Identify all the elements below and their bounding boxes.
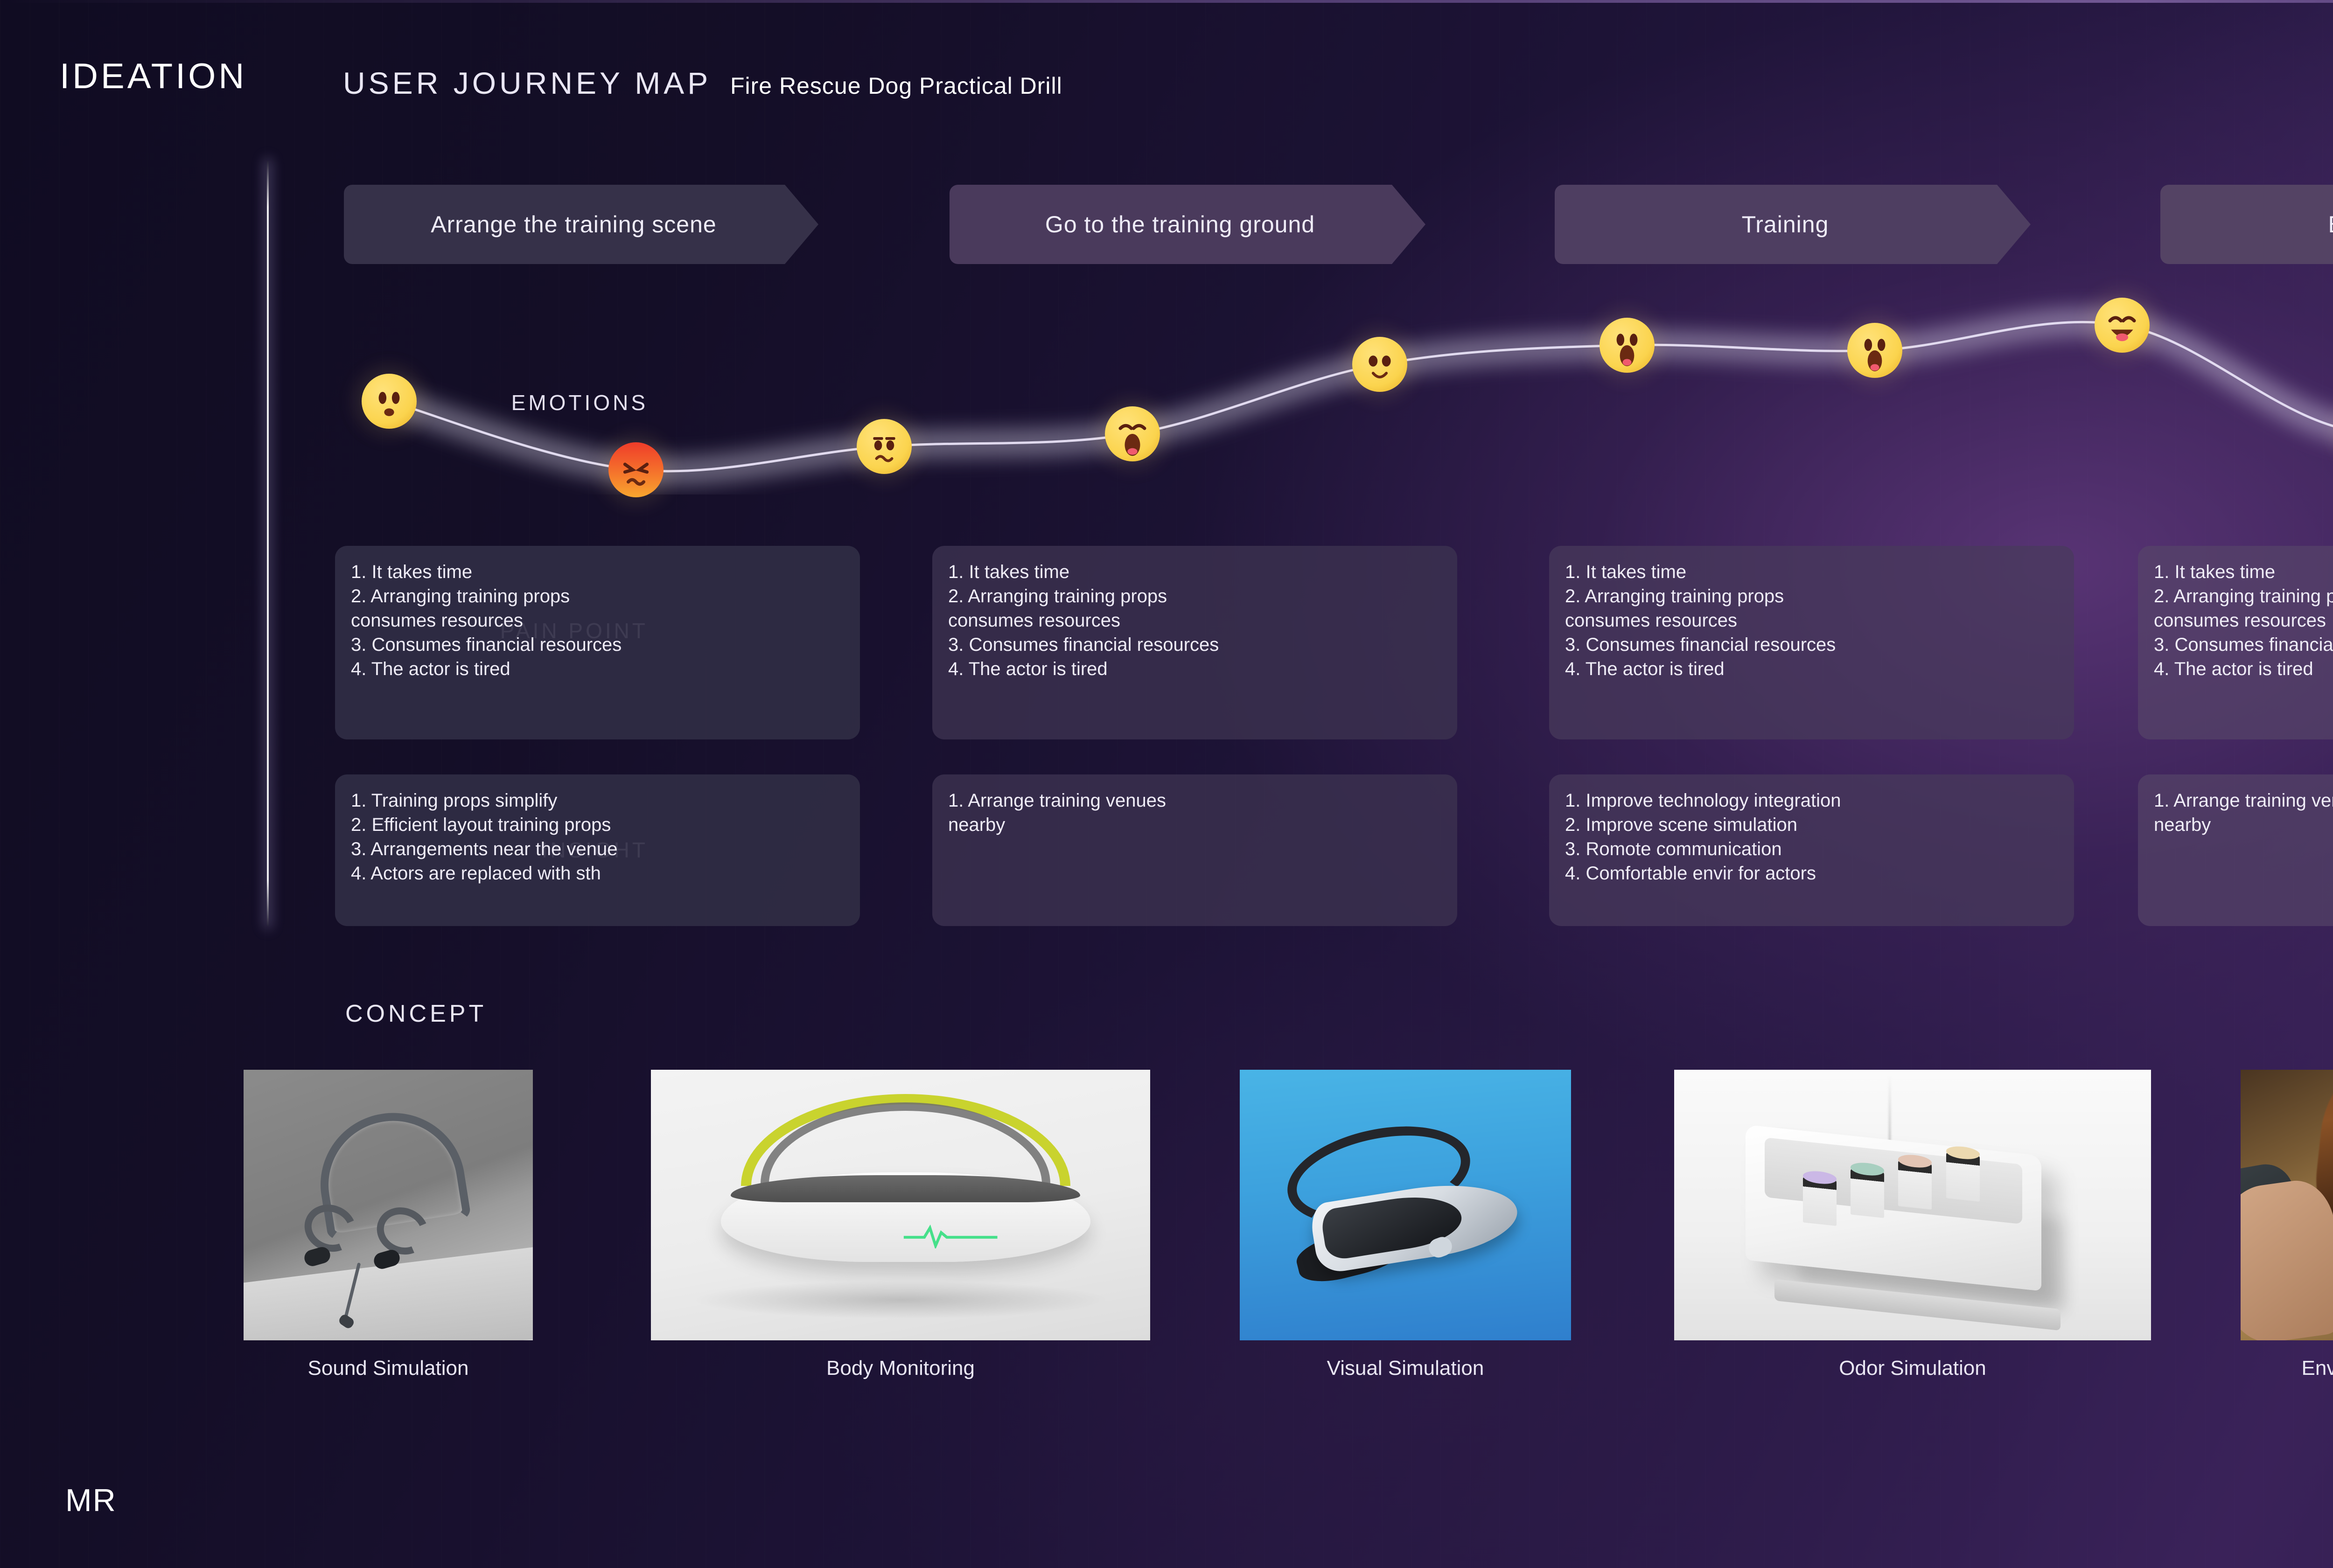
stage-banner-3[interactable]: Training bbox=[1555, 185, 2031, 264]
concept-item-4[interactable]: Odor Simulation bbox=[1674, 1070, 2151, 1380]
stage-banner-label: Go to the training ground bbox=[1045, 211, 1315, 237]
smiling-face-icon bbox=[1369, 355, 1391, 379]
odor-diffuser-device-image bbox=[1674, 1070, 2151, 1340]
emotion-curve bbox=[387, 315, 2333, 479]
insight-card-text: 1. Training props simplify 2. Efficient … bbox=[351, 790, 618, 884]
vr-headset-image bbox=[1240, 1070, 1571, 1340]
row-label-emotions: EMOTIONS bbox=[511, 390, 648, 415]
concept-caption: Environmental Monitoring bbox=[2301, 1357, 2333, 1380]
pain-point-card-3[interactable]: 1. It takes time 2. Arranging training p… bbox=[1549, 546, 2074, 739]
yawning-face-icon bbox=[1118, 424, 1146, 456]
concept-caption: Body Monitoring bbox=[826, 1357, 975, 1380]
pain-point-card-text: 1. It takes time 2. Arranging training p… bbox=[948, 562, 1219, 679]
emotion-emoji-5 bbox=[1352, 337, 1407, 392]
stage-banner-label: Training bbox=[1741, 211, 1829, 237]
emotion-emoji-4 bbox=[1105, 406, 1160, 461]
insight-card-text: 1. Arrange training venues nearby bbox=[948, 790, 1166, 835]
insight-card-2[interactable]: 1. Arrange training venues nearby bbox=[932, 774, 1457, 926]
emotion-curve-layer bbox=[0, 261, 2333, 497]
concept-item-3[interactable]: Visual Simulation bbox=[1240, 1070, 1571, 1380]
insight-card-3[interactable]: 1. Improve technology integration 2. Imp… bbox=[1549, 774, 2074, 926]
pain-point-card-text: 1. It takes time 2. Arranging training p… bbox=[351, 562, 622, 679]
pain-point-card-text: 1. It takes time 2. Arranging training p… bbox=[2154, 562, 2333, 679]
emotion-emoji-7 bbox=[1847, 323, 1902, 378]
surprised-face-icon bbox=[378, 391, 400, 416]
emotion-emoji-3 bbox=[857, 419, 912, 474]
stage-banner-label: Back to base bbox=[2328, 211, 2333, 238]
insight-card-text: 1. Improve technology integration 2. Imp… bbox=[1565, 790, 1841, 884]
emotion-emoji-1 bbox=[362, 374, 417, 429]
bone-conduction-headset-image bbox=[244, 1070, 533, 1340]
concept-gallery: Sound Simulation Body Monitoring Visual S… bbox=[0, 1070, 2333, 1471]
row-label-concept: CONCEPT bbox=[345, 1000, 487, 1027]
page-section-label: IDEATION bbox=[60, 56, 247, 96]
concept-item-5[interactable]: K9Environmental Monitoring bbox=[2241, 1070, 2333, 1380]
grinning-happy-face-icon bbox=[2108, 316, 2136, 341]
pain-point-card-4[interactable]: 1. It takes time 2. Arranging training p… bbox=[2138, 546, 2333, 739]
wearable-head-band-image bbox=[651, 1070, 1150, 1340]
concept-caption: Sound Simulation bbox=[307, 1357, 469, 1380]
concept-caption: Odor Simulation bbox=[1839, 1357, 1986, 1380]
concept-item-2[interactable]: Body Monitoring bbox=[651, 1070, 1150, 1380]
stage-banner-2[interactable]: Go to the training ground bbox=[950, 185, 1425, 264]
pain-point-card-1[interactable]: 1. It takes time 2. Arranging training p… bbox=[335, 546, 860, 739]
insight-card-1[interactable]: 1. Training props simplify 2. Efficient … bbox=[335, 774, 860, 926]
stage-banner-label: Arrange the training scene bbox=[431, 211, 717, 237]
pain-point-card-text: 1. It takes time 2. Arranging training p… bbox=[1565, 562, 1836, 679]
corner-label-mr: MR bbox=[65, 1483, 117, 1518]
insight-card-4[interactable]: 1. Arrange training venues nearby bbox=[2138, 774, 2333, 926]
emotion-emoji-2 bbox=[608, 442, 664, 497]
screaming-face-icon bbox=[1616, 334, 1638, 366]
stage-banner-4[interactable]: Back to base bbox=[2160, 185, 2333, 264]
stage-banner-row: Arrange the training scene Go to the trai… bbox=[0, 185, 2333, 264]
stage-banner-1[interactable]: Arrange the training scene bbox=[344, 185, 818, 264]
emotion-emoji-8 bbox=[2095, 298, 2150, 353]
screaming-face-icon bbox=[1864, 339, 1886, 371]
concept-caption: Visual Simulation bbox=[1327, 1357, 1484, 1380]
worried-face-icon bbox=[873, 437, 895, 462]
page-title: USER JOURNEY MAP bbox=[343, 66, 712, 100]
pain-point-card-2[interactable]: 1. It takes time 2. Arranging training p… bbox=[932, 546, 1457, 739]
k9-dog-with-vest-image: K9 bbox=[2241, 1070, 2333, 1340]
emotion-emoji-6 bbox=[1600, 318, 1655, 373]
page-subtitle: Fire Rescue Dog Practical Drill bbox=[730, 73, 1062, 99]
insight-card-text: 1. Arrange training venues nearby bbox=[2154, 790, 2333, 835]
column-divider bbox=[267, 161, 269, 926]
angry-confounded-face-icon bbox=[623, 462, 649, 486]
concept-item-1[interactable]: Sound Simulation bbox=[244, 1070, 533, 1380]
